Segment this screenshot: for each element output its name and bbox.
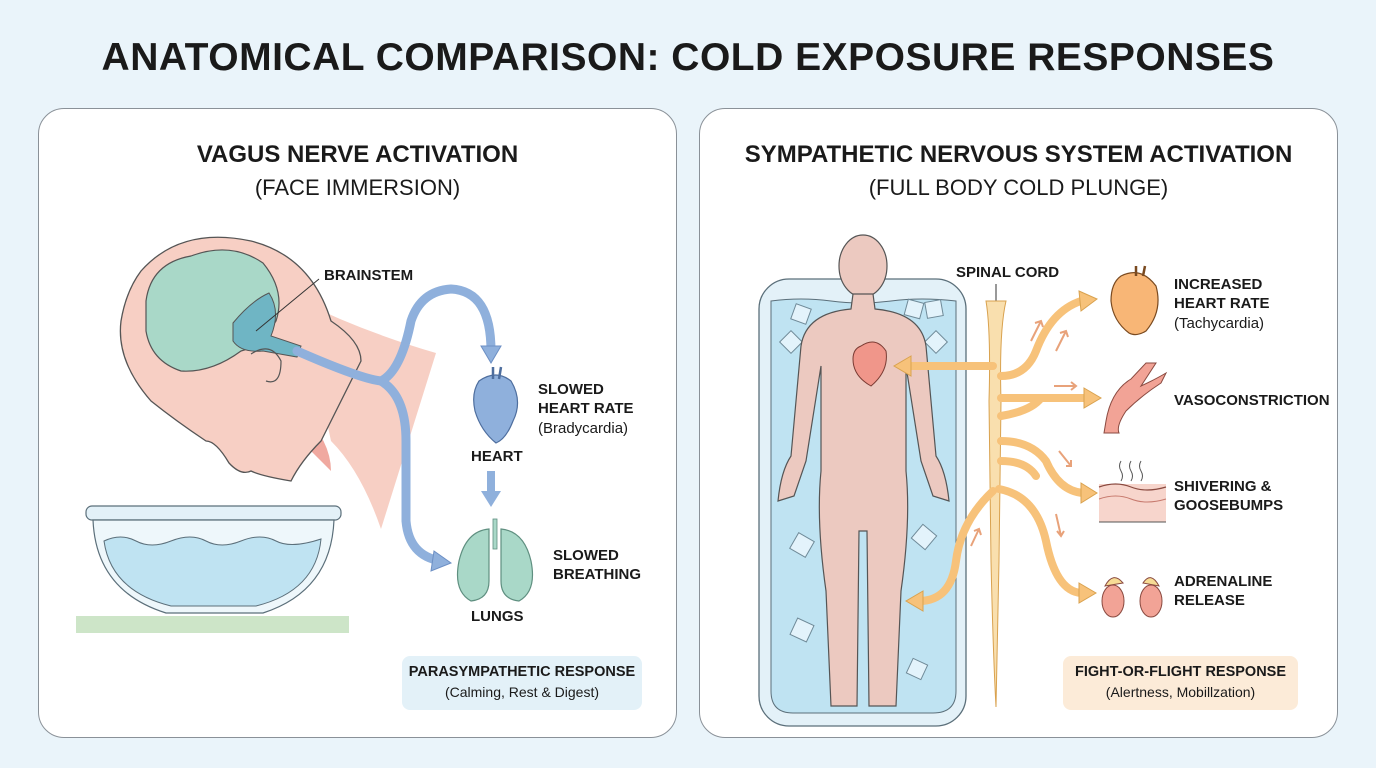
ice-cubes bbox=[778, 298, 949, 681]
heart-effect-label-3: (Bradycardia) bbox=[538, 420, 629, 437]
adrenaline-label-1: ADRENALINE bbox=[1174, 573, 1273, 590]
face-immersion-illustration bbox=[76, 236, 534, 633]
blood-vessel-icon bbox=[1103, 362, 1168, 434]
fight-or-flight-response-title: FIGHT-OR-FLIGHT RESPONSE bbox=[1074, 664, 1287, 680]
lungs-label: LUNGS bbox=[471, 608, 524, 625]
heart-icon bbox=[473, 374, 519, 444]
page-title: ANATOMICAL COMPARISON: COLD EXPOSURE RES… bbox=[101, 36, 1275, 79]
vagus-nerve-to-heart bbox=[292, 284, 496, 386]
brainstem-icon bbox=[232, 292, 302, 358]
heart-label: HEART bbox=[471, 448, 523, 465]
kidneys-adrenal-icon bbox=[1101, 577, 1163, 618]
arrowhead-heart bbox=[480, 345, 502, 364]
sympathetic-subheading: (FULL BODY COLD PLUNGE) bbox=[868, 175, 1169, 200]
adrenaline-label-2: RELEASE bbox=[1174, 592, 1245, 609]
heart-rate-label-3: (Tachycardia) bbox=[1174, 315, 1265, 332]
water-in-bowl bbox=[103, 536, 322, 607]
brainstem-label: BRAINSTEM bbox=[324, 267, 414, 284]
cold-plunge-illustration bbox=[758, 234, 1168, 727]
heart-rate-label-1: INCREASED bbox=[1174, 276, 1263, 293]
lung-effect-label-2: BREATHING bbox=[553, 566, 642, 583]
parasympathetic-response-box: PARASYMPATHETIC RESPONSE (Calming, Rest … bbox=[402, 656, 642, 710]
table-surface bbox=[76, 616, 349, 633]
vasoconstriction-label: VASOCONSTRICTION bbox=[1174, 392, 1330, 409]
brainstem-pointer bbox=[255, 278, 320, 332]
fight-or-flight-response-detail: (Alertness, Mobillzation) bbox=[1105, 684, 1256, 700]
nerve-branches bbox=[902, 297, 1090, 605]
human-body-icon bbox=[777, 234, 950, 707]
bowl-rim bbox=[85, 505, 342, 521]
heart-effect-label-2: HEART RATE bbox=[538, 400, 634, 417]
fight-or-flight-response-box: FIGHT-OR-FLIGHT RESPONSE (Alertness, Mob… bbox=[1063, 656, 1298, 710]
ear-icon bbox=[250, 348, 282, 383]
skin-goosebumps-icon bbox=[1098, 460, 1167, 523]
heart-rate-label-2: HEART RATE bbox=[1174, 295, 1270, 312]
heart-effect-label-1: SLOWED bbox=[538, 381, 604, 398]
arrowheads bbox=[893, 290, 1102, 612]
spinal-cord-icon bbox=[985, 300, 1007, 708]
shivering-label-1: SHIVERING & bbox=[1174, 478, 1272, 495]
arrowhead-lungs bbox=[430, 550, 453, 572]
vagus-subheading: (FACE IMMERSION) bbox=[254, 175, 461, 200]
spinal-cord-label: SPINAL CORD bbox=[956, 264, 1060, 281]
sympathetic-panel: SYMPATHETIC NERVOUS SYSTEM ACTIVATION (F… bbox=[699, 108, 1338, 738]
parasympathetic-response-title: PARASYMPATHETIC RESPONSE bbox=[408, 664, 636, 680]
vagus-panel: VAGUS NERVE ACTIVATION (FACE IMMERSION) bbox=[38, 108, 677, 738]
sympathetic-heading: SYMPATHETIC NERVOUS SYSTEM ACTIVATION bbox=[744, 141, 1293, 168]
heart-to-lungs-arrow bbox=[487, 471, 495, 491]
parasympathetic-response-detail: (Calming, Rest & Digest) bbox=[444, 684, 600, 700]
shivering-label-2: GOOSEBUMPS bbox=[1174, 497, 1284, 514]
heart-rate-heart-icon bbox=[1110, 272, 1159, 336]
lungs-icon bbox=[456, 528, 534, 602]
vagus-nerve-to-lungs bbox=[376, 376, 446, 566]
body-heart-icon bbox=[852, 341, 887, 387]
small-arrows bbox=[970, 319, 1078, 547]
vagus-heading: VAGUS NERVE ACTIVATION bbox=[196, 141, 519, 168]
lung-effect-label-1: SLOWED bbox=[553, 547, 619, 564]
